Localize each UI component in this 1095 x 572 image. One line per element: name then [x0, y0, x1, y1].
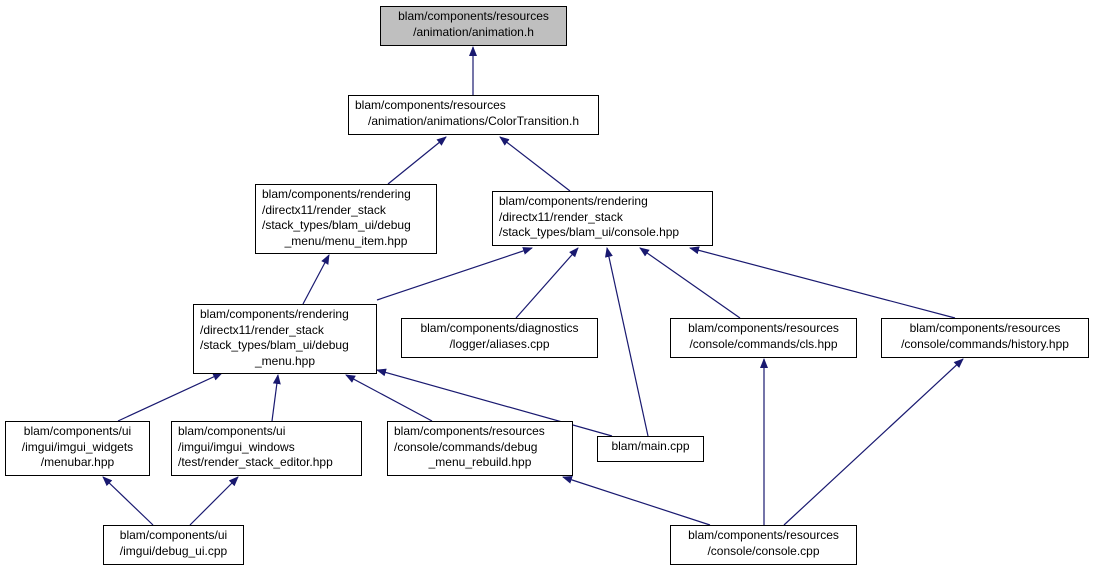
- node-line: /menubar.hpp: [40, 455, 115, 469]
- edge-n10-n4: [345, 374, 433, 422]
- node-debug-menu-rebuild-hpp[interactable]: blam/components/resources /console/comma…: [387, 421, 573, 476]
- node-cls-hpp[interactable]: blam/components/resources /console/comma…: [670, 318, 857, 358]
- node-line: blam/components/resources: [688, 321, 839, 335]
- edge-n12-n8: [102, 476, 154, 526]
- node-line: /animation/animations/ColorTransition.h: [368, 113, 579, 128]
- node-line: /imgui/debug_ui.cpp: [119, 543, 228, 558]
- node-line: blam/components/rendering: [200, 307, 349, 321]
- node-line: /directx11/render_stack: [262, 202, 386, 217]
- node-line: blam/components/rendering: [499, 194, 648, 208]
- node-line: _menu.hpp: [254, 353, 316, 368]
- node-line: blam/components/resources: [909, 321, 1061, 335]
- node-line: blam/components/resources: [688, 528, 839, 542]
- node-line: /logger/aliases.cpp: [449, 336, 550, 351]
- node-animation-h: blam/components/resources /animation/ani…: [380, 6, 567, 46]
- edge-n13-n7: [783, 358, 964, 526]
- node-line: /imgui/imgui_windows: [178, 439, 295, 454]
- node-line: blam/components/resources: [394, 424, 545, 438]
- node-line: /console/commands/cls.hpp: [689, 336, 838, 351]
- edge-n4-n3: [376, 247, 533, 301]
- node-line: blam/components/diagnostics: [420, 321, 579, 335]
- edge-n12-n9: [189, 476, 239, 526]
- node-line: blam/components/ui: [178, 424, 286, 438]
- node-line: blam/components/resources: [398, 9, 549, 23]
- edge-n5-n3: [515, 247, 579, 319]
- node-debug-menu-hpp[interactable]: blam/components/rendering /directx11/ren…: [193, 304, 377, 374]
- node-line: blam/components/ui: [23, 424, 132, 438]
- node-render-stack-editor-hpp[interactable]: blam/components/ui /imgui/imgui_windows …: [171, 421, 362, 476]
- node-line: /stack_types/blam_ui/debug: [200, 338, 349, 352]
- edge-n13-n10: [562, 475, 711, 526]
- node-debug-ui-cpp[interactable]: blam/components/ui /imgui/debug_ui.cpp: [103, 525, 244, 565]
- node-line: /animation/animation.h: [413, 24, 534, 39]
- edge-n3-n1: [499, 136, 571, 192]
- node-line: /imgui/imgui_widgets: [21, 439, 134, 454]
- node-line: blam/components/rendering: [262, 187, 411, 201]
- node-line: /console/commands/history.hpp: [901, 336, 1069, 351]
- node-console-hpp[interactable]: blam/components/rendering /directx11/ren…: [492, 191, 713, 246]
- edge-n7-n3: [689, 246, 956, 319]
- node-history-hpp[interactable]: blam/components/resources /console/comma…: [881, 318, 1089, 358]
- node-line: /directx11/render_stack: [499, 209, 623, 224]
- node-color-transition-h[interactable]: blam/components/resources /animation/ani…: [348, 95, 599, 135]
- edge-n2-n1: [387, 136, 447, 185]
- node-line: /test/render_stack_editor.hpp: [178, 455, 333, 469]
- node-line: blam/components/ui: [119, 528, 228, 542]
- node-line: /stack_types/blam_ui/console.hpp: [499, 225, 680, 239]
- node-line: /stack_types/blam_ui/debug: [262, 218, 411, 232]
- edge-n8-n4: [117, 372, 223, 422]
- edge-n11-n3: [605, 247, 649, 437]
- node-menubar-hpp[interactable]: blam/components/ui /imgui/imgui_widgets …: [5, 421, 150, 476]
- node-main-cpp[interactable]: blam/main.cpp: [597, 436, 704, 462]
- edge-n9-n4: [271, 374, 281, 422]
- node-line: _menu_rebuild.hpp: [428, 455, 532, 469]
- node-console-cpp[interactable]: blam/components/resources /console/conso…: [670, 525, 857, 565]
- node-line: blam/main.cpp: [611, 439, 690, 453]
- node-menu-item-hpp[interactable]: blam/components/rendering /directx11/ren…: [255, 184, 437, 254]
- node-aliases-cpp[interactable]: blam/components/diagnostics /logger/alia…: [401, 318, 598, 358]
- edge-n6-n3: [639, 247, 741, 319]
- node-line: /console/commands/debug: [394, 439, 538, 454]
- node-line: _menu/menu_item.hpp: [284, 233, 408, 248]
- node-line: /console/console.cpp: [707, 543, 820, 558]
- node-line: /directx11/render_stack: [200, 322, 324, 337]
- node-line: blam/components/resources: [355, 98, 506, 112]
- edge-n4-n2: [302, 254, 330, 305]
